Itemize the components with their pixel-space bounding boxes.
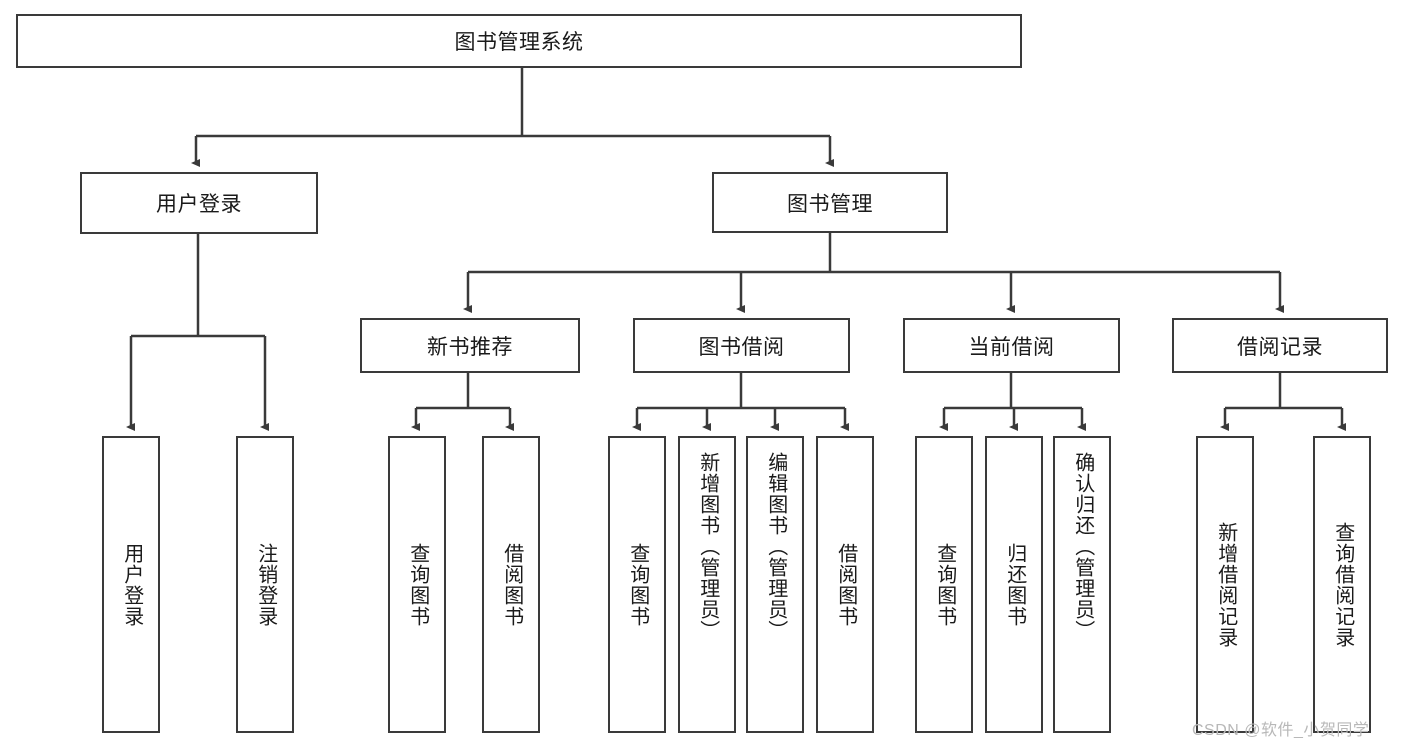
node-label: 用户登录 bbox=[156, 193, 242, 216]
node-label: 新书推荐 bbox=[427, 335, 513, 359]
node-new-book-recommend[interactable]: 新书推荐 bbox=[360, 318, 580, 373]
node-label: 查询图书 bbox=[406, 542, 429, 627]
node-label: 借阅图书 bbox=[500, 542, 523, 627]
leaf-current-confirm-return-admin[interactable]: 确认归还（管理员） bbox=[1053, 436, 1111, 733]
node-label: 借阅记录 bbox=[1237, 335, 1323, 359]
node-label: 图书管理 bbox=[787, 192, 873, 216]
leaf-user-login-login[interactable]: 用户登录 bbox=[102, 436, 160, 733]
leaf-recommend-borrow-book[interactable]: 借阅图书 bbox=[482, 436, 540, 733]
csdn-watermark: CSDN @软件_小贺同学 bbox=[1192, 722, 1370, 739]
node-current-borrow[interactable]: 当前借阅 bbox=[903, 318, 1120, 373]
leaf-borrow-query-book[interactable]: 查询图书 bbox=[608, 436, 666, 733]
leaf-user-login-logout[interactable]: 注销登录 bbox=[236, 436, 294, 733]
node-label: 新增借阅记录 bbox=[1214, 521, 1237, 648]
leaf-record-query-record[interactable]: 查询借阅记录 bbox=[1313, 436, 1371, 733]
node-borrow-record[interactable]: 借阅记录 bbox=[1172, 318, 1388, 373]
leaf-borrow-edit-book-admin[interactable]: 编辑图书（管理员） bbox=[746, 436, 804, 733]
node-book-management[interactable]: 图书管理 bbox=[712, 172, 948, 233]
node-label: 当前借阅 bbox=[968, 335, 1055, 359]
node-label: 归还图书 bbox=[1003, 542, 1026, 627]
node-label: 新增图书（管理员） bbox=[696, 452, 719, 641]
node-label: 查询图书 bbox=[933, 542, 956, 627]
node-label: 注销登录 bbox=[254, 542, 277, 627]
node-label: 查询借阅记录 bbox=[1331, 521, 1354, 648]
leaf-borrow-borrow-book[interactable]: 借阅图书 bbox=[816, 436, 874, 733]
node-label: 编辑图书（管理员） bbox=[764, 452, 787, 641]
node-user-login[interactable]: 用户登录 bbox=[80, 172, 318, 234]
leaf-record-add-record[interactable]: 新增借阅记录 bbox=[1196, 436, 1254, 733]
leaf-borrow-add-book-admin[interactable]: 新增图书（管理员） bbox=[678, 436, 736, 733]
node-root-book-management-system[interactable]: 图书管理系统 bbox=[16, 14, 1022, 68]
node-label: 用户登录 bbox=[120, 542, 143, 627]
node-book-borrow[interactable]: 图书借阅 bbox=[633, 318, 850, 373]
leaf-current-query-book[interactable]: 查询图书 bbox=[915, 436, 973, 733]
node-label: 图书借阅 bbox=[698, 335, 785, 359]
node-label: 借阅图书 bbox=[834, 542, 857, 627]
leaf-current-return-book[interactable]: 归还图书 bbox=[985, 436, 1043, 733]
node-label: 查询图书 bbox=[626, 542, 649, 627]
leaf-recommend-query-book[interactable]: 查询图书 bbox=[388, 436, 446, 733]
node-label: 图书管理系统 bbox=[454, 31, 584, 54]
node-label: 确认归还（管理员） bbox=[1071, 452, 1094, 641]
